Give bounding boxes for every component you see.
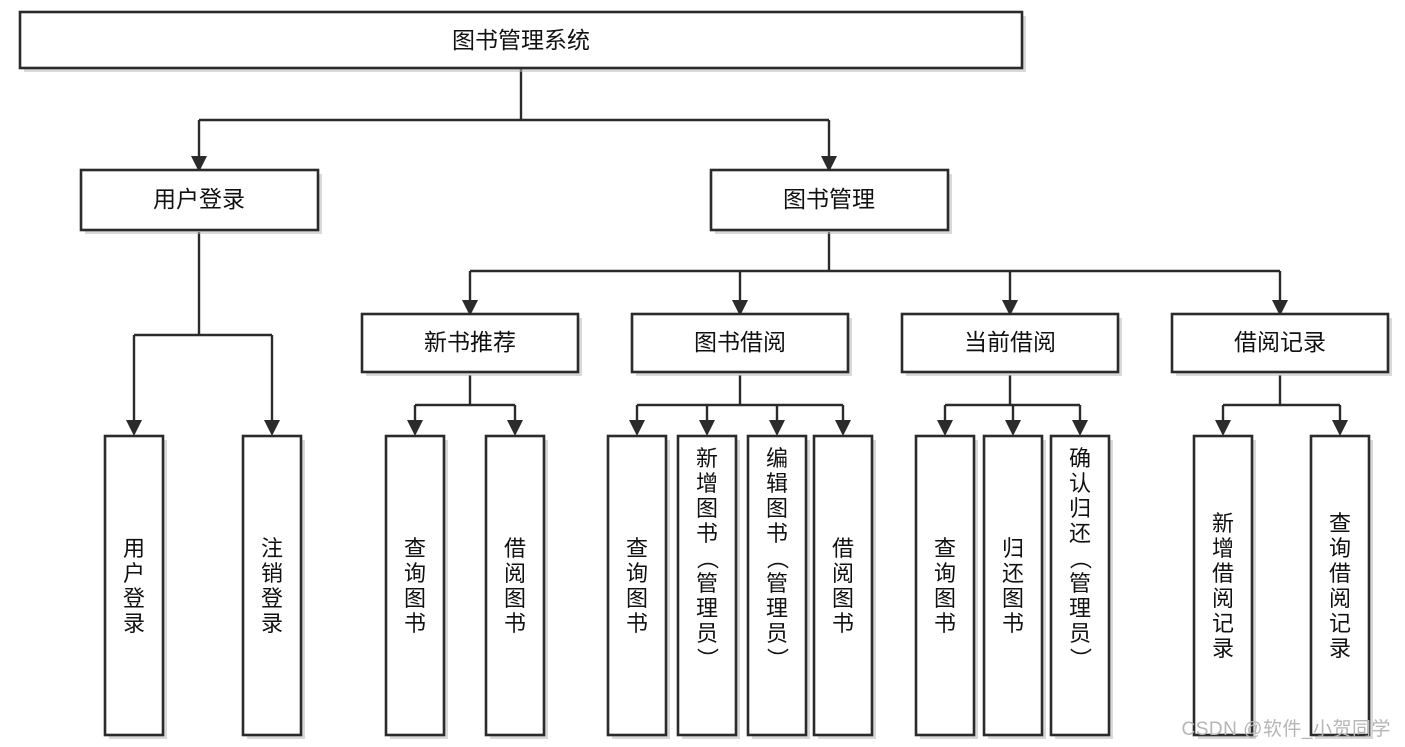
arrow-leaf-query-borrow-record	[1332, 420, 1348, 436]
node-book-manage-label: 图书管理	[783, 186, 875, 212]
node-user-login[interactable]: 用户登录	[79, 168, 322, 234]
nodes-layer: 图书管理系统 用户登录 图书管理 新书推荐	[18, 10, 1392, 739]
node-borrow-record[interactable]: 借阅记录	[1170, 312, 1392, 376]
arrow-leaf-query-book-borrow	[629, 420, 645, 436]
node-root[interactable]: 图书管理系统	[18, 10, 1026, 72]
node-user-login-label: 用户登录	[153, 186, 245, 212]
node-leaf-user-login[interactable]	[103, 434, 167, 739]
arrow-current-borrow	[1002, 300, 1018, 316]
node-new-book-rec[interactable]: 新书推荐	[360, 312, 582, 376]
node-current-borrow[interactable]: 当前借阅	[900, 312, 1122, 376]
node-book-borrow-label: 图书借阅	[694, 329, 786, 355]
csdn-watermark: CSDN @软件_小贺同学	[1181, 719, 1391, 740]
node-leaf-add-book-admin[interactable]	[676, 434, 740, 739]
arrow-leaf-confirm-return-admin	[1072, 420, 1088, 436]
arrow-leaf-edit-book-admin	[769, 420, 785, 436]
arrow-leaf-borrow-book-rec	[507, 420, 523, 436]
node-leaf-query-book-current[interactable]	[914, 434, 978, 739]
node-leaf-query-book-rec[interactable]	[384, 434, 448, 739]
arrow-leaf-return-book	[1005, 420, 1021, 436]
node-leaf-edit-book-admin[interactable]	[746, 434, 810, 739]
node-leaf-user-logout[interactable]	[241, 434, 305, 739]
node-leaf-add-borrow-record[interactable]	[1192, 434, 1256, 739]
node-new-book-rec-label: 新书推荐	[424, 329, 516, 355]
arrow-leaf-borrow-book	[835, 420, 851, 436]
arrow-leaf-query-book-current	[937, 420, 953, 436]
node-root-label: 图书管理系统	[452, 27, 590, 53]
arrow-leaf-add-book-admin	[699, 420, 715, 436]
node-borrow-record-label: 借阅记录	[1234, 329, 1326, 355]
node-leaf-query-book-borrow[interactable]	[606, 434, 670, 739]
arrow-leaf-add-borrow-record	[1215, 420, 1231, 436]
node-leaf-return-book[interactable]	[982, 434, 1046, 739]
node-book-manage[interactable]: 图书管理	[709, 168, 952, 234]
arrow-new-book-rec	[462, 300, 478, 316]
node-leaf-query-borrow-record[interactable]	[1309, 434, 1373, 739]
arrow-leaf-user-logout	[264, 420, 280, 436]
node-current-borrow-label: 当前借阅	[964, 329, 1056, 355]
arrow-book-borrow	[732, 300, 748, 316]
arrow-leaf-query-book-rec	[407, 420, 423, 436]
edges-layer	[126, 68, 1348, 436]
node-leaf-borrow-book[interactable]	[812, 434, 876, 739]
node-leaf-confirm-return-admin[interactable]	[1049, 434, 1113, 739]
arrow-borrow-record	[1272, 300, 1288, 316]
arrow-leaf-user-login	[126, 420, 142, 436]
node-book-borrow[interactable]: 图书借阅	[630, 312, 852, 376]
arrow-user-login	[191, 156, 207, 172]
arrow-book-manage	[821, 156, 837, 172]
node-leaf-borrow-book-rec[interactable]	[484, 434, 548, 739]
